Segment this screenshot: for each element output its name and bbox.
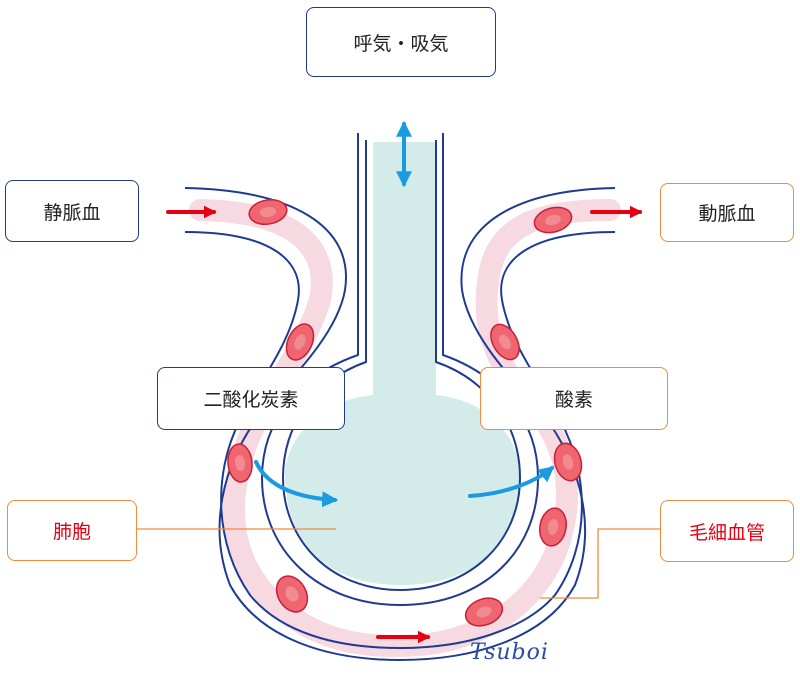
co2-diffusion-arrow	[254, 460, 339, 508]
venous-blood-label-box: 静脈血	[5, 180, 139, 242]
o2-diffusion-arrow	[468, 465, 555, 498]
oxygen-label-box: 酸素	[480, 367, 668, 430]
red-blood-cell-icon	[285, 323, 315, 361]
red-blood-cell-icon	[248, 198, 288, 226]
red-blood-cell-icon	[533, 206, 573, 234]
alveolus-sac	[285, 142, 520, 585]
red-blood-cell-icon	[227, 443, 253, 483]
breathing-label: 呼気・吸気	[353, 32, 449, 55]
leader-lines	[137, 528, 660, 599]
breathing-label-box: 呼気・吸気	[306, 7, 496, 77]
arterial-blood-label-box: 動脈血	[660, 183, 794, 242]
red-blood-cell-icon	[539, 507, 567, 547]
capillary-label-box: 毛細血管	[660, 500, 794, 562]
red-blood-cells	[227, 198, 583, 627]
oxygen-label: 酸素	[554, 389, 593, 411]
capillary-label: 毛細血管	[688, 521, 765, 544]
carbon-dioxide-label: 二酸化炭素	[203, 389, 299, 411]
venous-blood-label: 静脈血	[43, 201, 101, 224]
red-blood-cell-icon	[553, 442, 583, 482]
gas-arrows	[254, 120, 555, 508]
red-blood-cell-icon	[464, 597, 504, 627]
capillary-leader-line	[540, 528, 660, 599]
arterial-blood-label: 動脈血	[698, 203, 756, 225]
alveolus-label-box: 肺胞	[7, 500, 137, 561]
red-blood-cell-icon	[490, 323, 520, 361]
carbon-dioxide-label-box: 二酸化炭素	[157, 367, 345, 430]
author-signature: Tsuboi	[470, 640, 549, 665]
red-blood-cell-icon	[275, 575, 309, 613]
alveolus-label: 肺胞	[52, 521, 91, 543]
blood-flow-arrows	[166, 205, 643, 644]
